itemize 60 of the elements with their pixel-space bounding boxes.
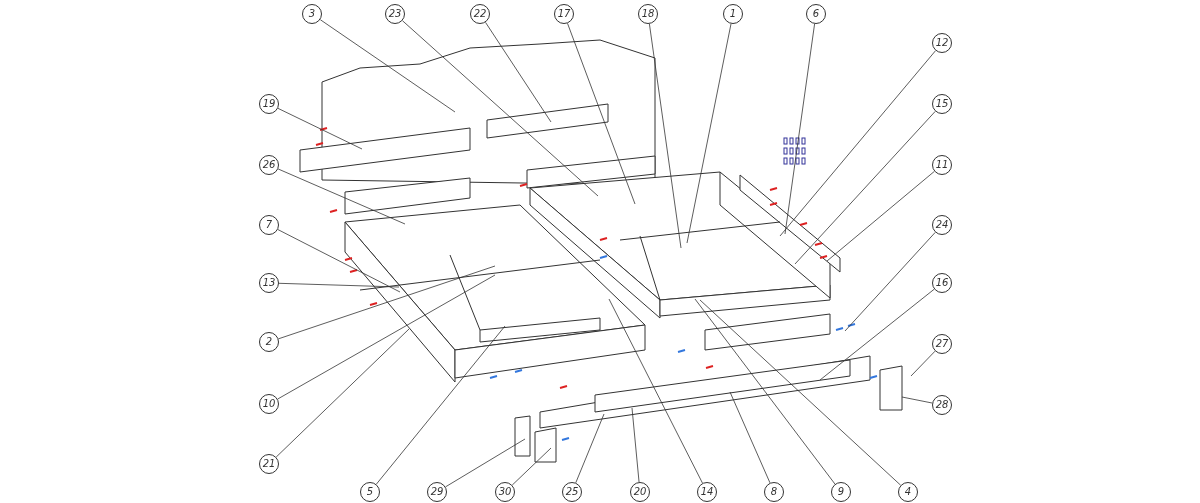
leader-line [686,23,732,244]
callout-number: 12 [932,33,952,53]
callout-number: 5 [360,482,380,502]
callout-number: 8 [764,482,784,502]
leader-line [608,298,703,484]
leader-line [402,20,599,197]
leader-line [819,288,935,381]
callout-number: 19 [259,94,279,114]
callout-number: 3 [302,4,322,24]
callout-number: 11 [932,155,952,175]
callout-number: 7 [259,215,279,235]
callout-number: 17 [554,4,574,24]
leader-line [910,350,936,377]
leader-line [575,413,605,484]
callout-number: 20 [630,482,650,502]
leader-line [277,107,363,150]
leader-line [649,23,682,249]
callout-number: 27 [932,334,952,354]
leader-line [699,299,902,486]
leader-line [275,328,410,458]
callout-number: 15 [932,94,952,114]
callout-number: 2 [259,332,279,352]
callout-number: 26 [259,155,279,175]
callout-number: 4 [898,482,918,502]
callout-number: 28 [932,395,952,415]
callout-number: 25 [562,482,582,502]
leader-line [277,229,401,293]
leader-line [844,232,936,332]
leader-line [277,274,496,400]
leader-line [779,50,936,237]
callout-number: 18 [638,4,658,24]
leader-line [694,298,836,485]
leader-line [826,171,935,262]
callout-number: 1 [723,4,743,24]
leader-line [729,391,771,484]
leader-line [445,438,526,488]
callout-number: 14 [697,482,717,502]
callout-number: 10 [259,394,279,414]
callout-number: 9 [831,482,851,502]
callout-number: 23 [385,4,405,24]
leader-line [277,168,406,225]
callout-number: 22 [470,4,490,24]
leader-line [794,110,936,265]
callout-number: 13 [259,273,279,293]
leader-line [567,22,636,205]
callout-number: 30 [495,482,515,502]
callout-number: 24 [932,215,952,235]
leader-line [631,407,640,483]
leader-line [319,19,456,113]
leader-line [278,282,400,288]
callout-number: 29 [427,482,447,502]
leader-line [278,265,496,340]
leader-line [901,396,933,404]
callout-number: 6 [806,4,826,24]
callout-number: 16 [932,273,952,293]
callout-number: 21 [259,454,279,474]
leader-line [485,21,552,123]
leader-line [511,447,552,486]
leader-line [375,325,506,485]
leader-line [784,23,815,235]
